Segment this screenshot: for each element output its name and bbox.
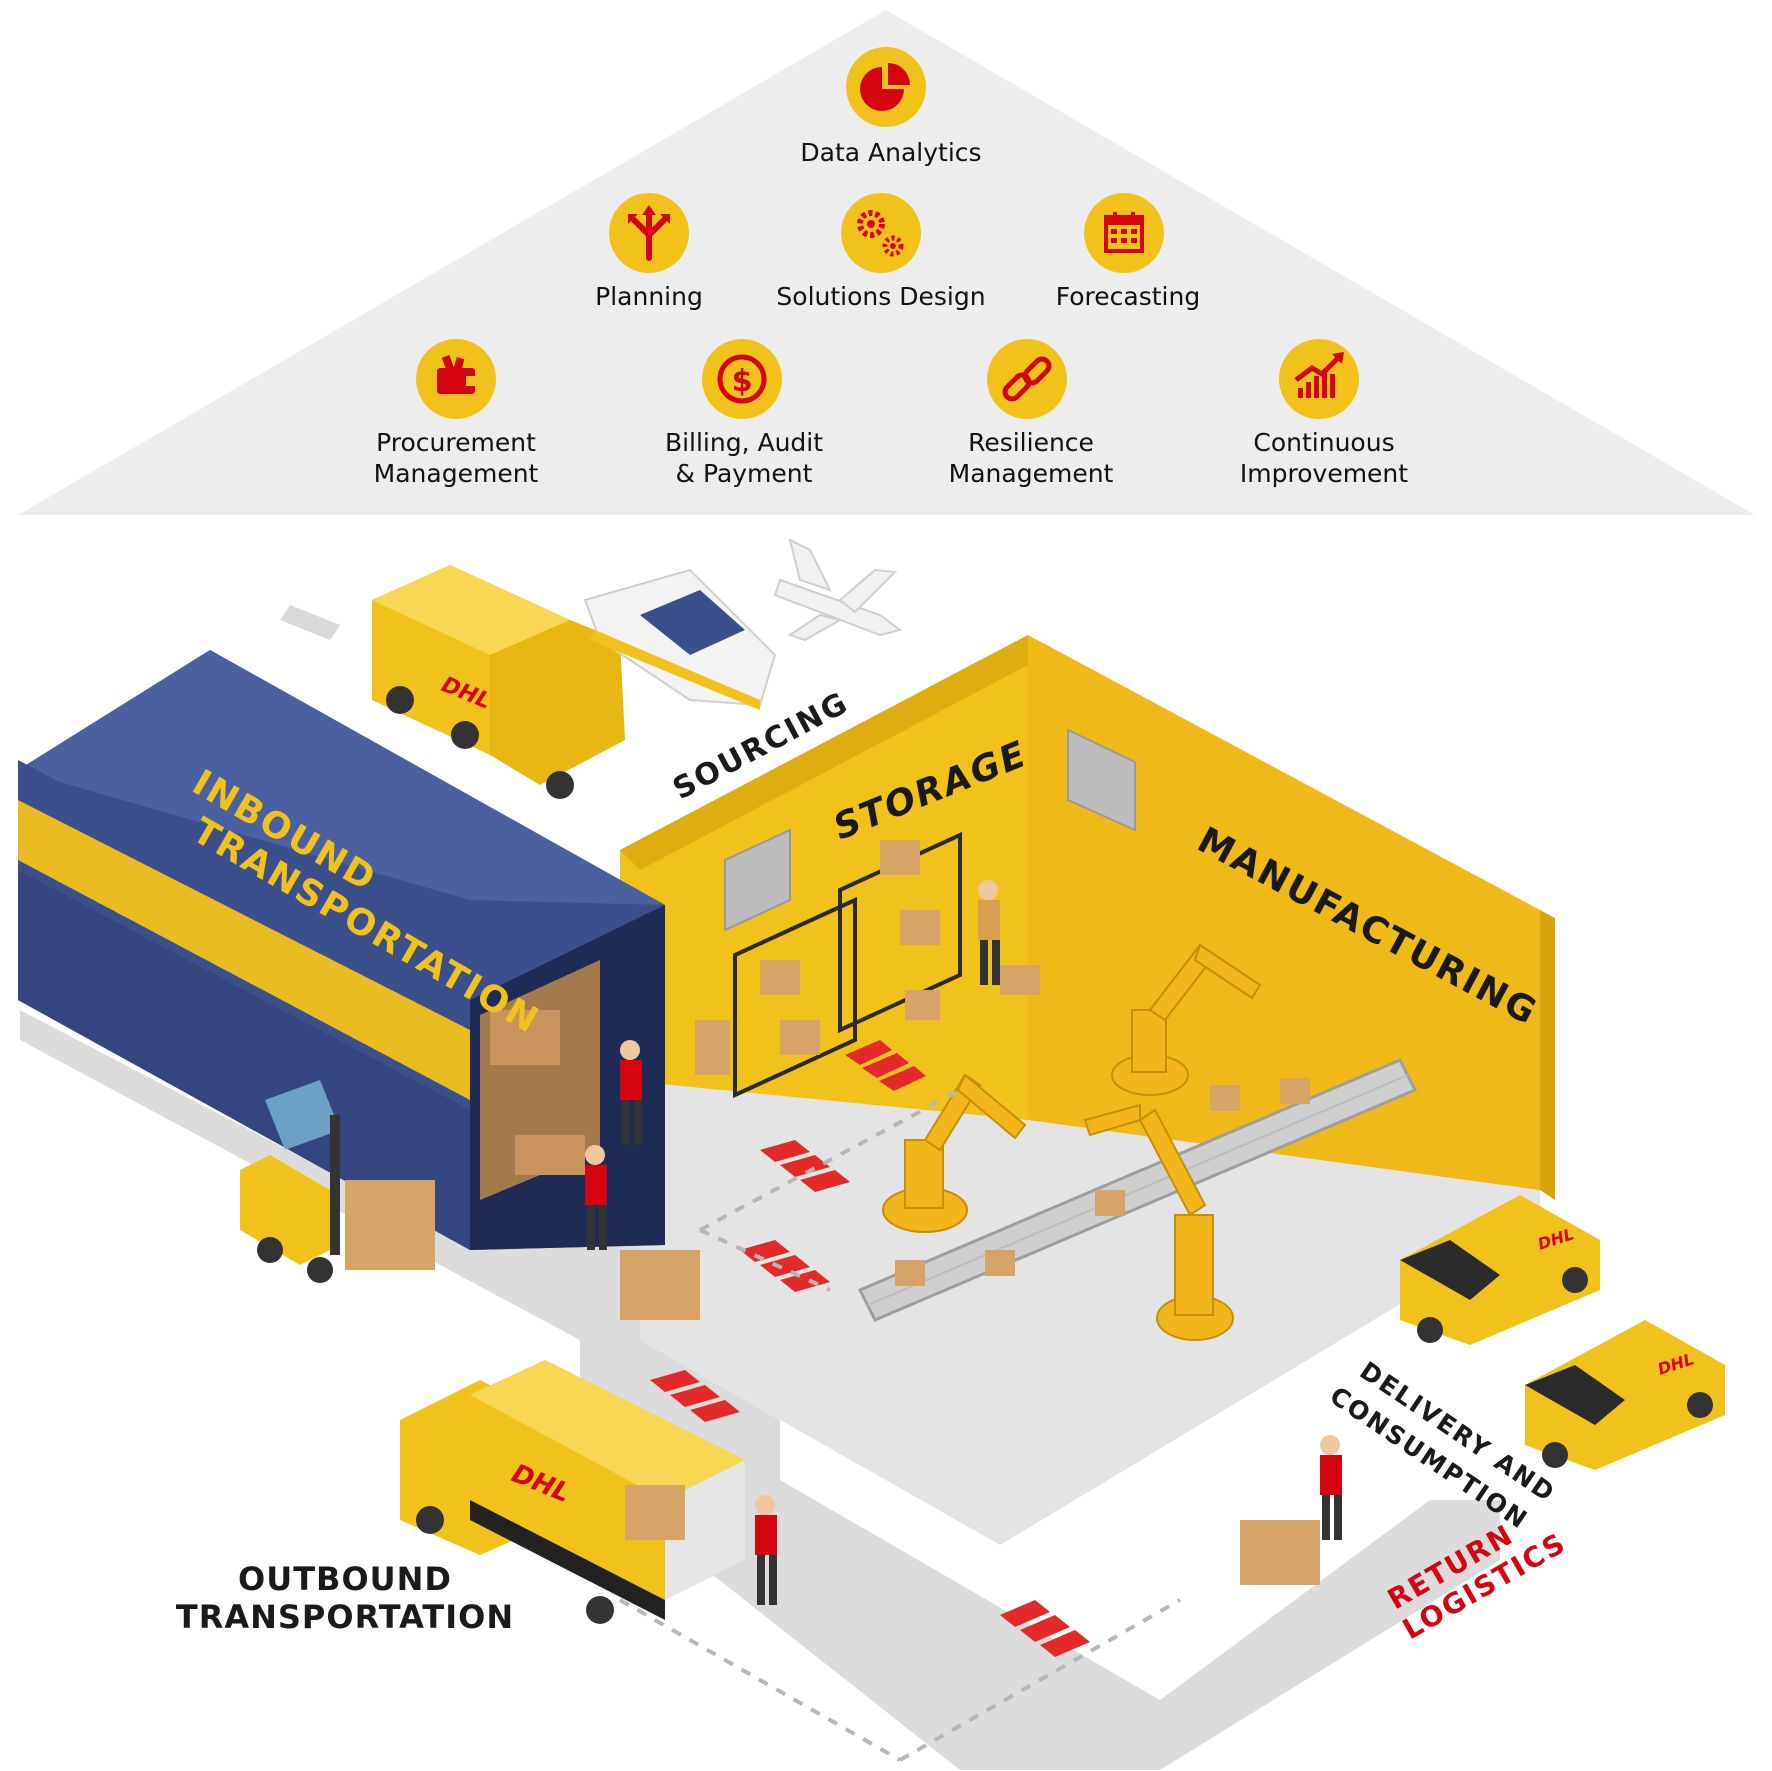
- delivery-van-2: DHL: [1525, 1320, 1725, 1470]
- outbound-truck: DHL: [400, 1360, 745, 1624]
- label-forecasting: Forecasting: [1056, 282, 1200, 311]
- vent-storage: [724, 828, 791, 932]
- cargo-ship: [583, 568, 777, 710]
- label-solutions-design: Solutions Design: [776, 282, 985, 311]
- floor-return-path: [960, 1500, 1500, 1770]
- pie-chart-icon: [846, 47, 926, 127]
- label-resilience-1: Resilience: [968, 428, 1094, 457]
- flow-chevrons: [650, 1040, 1090, 1657]
- sourcing-vehicles: DHL: [280, 538, 903, 799]
- service-billing: $ Billing, Audit & Payment: [665, 339, 823, 488]
- cargo-plane: [773, 538, 903, 642]
- chevron-arrow-3: [740, 1240, 830, 1292]
- service-continuous: Continuous Improvement: [1240, 339, 1408, 488]
- pallets: [620, 1250, 1320, 1585]
- worker-5: [1320, 1435, 1342, 1540]
- chevron-arrow-4: [650, 1370, 740, 1422]
- worker-2: [585, 1145, 607, 1250]
- chevron-arrow-2: [760, 1140, 850, 1192]
- label-billing-1: Billing, Audit: [665, 428, 823, 457]
- worker-4: [755, 1495, 777, 1605]
- sourcing-truck: DHL: [372, 565, 625, 799]
- delivery-vans: DHL DHL: [1400, 1195, 1725, 1470]
- label-outbound-2: TRANSPORTATION: [176, 1598, 514, 1636]
- label-billing-2: & Payment: [676, 459, 813, 488]
- label-resilience-2: Management: [949, 459, 1114, 488]
- dollar-coin-icon: [702, 339, 782, 419]
- chevron-arrow-1: [845, 1040, 926, 1091]
- floor-outbound-path: [580, 1340, 1160, 1770]
- label-procurement-2: Management: [374, 459, 539, 488]
- service-procurement: Procurement Management: [374, 339, 539, 488]
- label-planning: Planning: [595, 282, 703, 311]
- wall-manufacturing: [1028, 635, 1540, 1190]
- label-procurement-1: Procurement: [376, 428, 536, 457]
- service-resilience: Resilience Management: [949, 339, 1114, 488]
- worker-1: [620, 1040, 642, 1145]
- pie-chart-icon-wedge: [888, 63, 910, 85]
- conveyor-belt: [857, 1058, 1418, 1322]
- inbound-container: [18, 650, 665, 1250]
- label-continuous-2: Improvement: [1240, 459, 1408, 488]
- svg-text:$: $: [732, 364, 753, 399]
- label-data-analytics: Data Analytics: [800, 138, 981, 167]
- label-continuous-1: Continuous: [1253, 428, 1394, 457]
- robot-arms: [882, 943, 1262, 1341]
- service-planning: Planning: [595, 193, 703, 311]
- service-forecasting: Forecasting: [1056, 193, 1200, 311]
- worker-3: [978, 880, 1000, 985]
- dashed-path: [619, 1088, 1181, 1762]
- vent-manufacturing: [1067, 728, 1136, 832]
- storage-shelves: [695, 831, 1040, 1099]
- label-outbound-1: OUTBOUND: [238, 1560, 452, 1598]
- forklift: [240, 1080, 435, 1283]
- pie-chart-icon-slice: [860, 67, 904, 111]
- service-solutions-design: Solutions Design: [776, 193, 986, 311]
- service-data-analytics: Data Analytics: [800, 47, 982, 167]
- chevron-arrow-5: [1000, 1600, 1090, 1657]
- workers: [585, 880, 1342, 1605]
- delivery-van-1: DHL: [1400, 1195, 1600, 1345]
